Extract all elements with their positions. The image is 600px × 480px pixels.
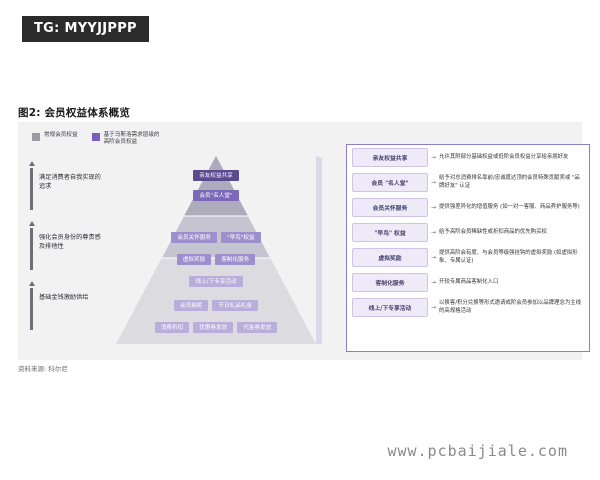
arrow-icon: → bbox=[431, 179, 437, 186]
pyramid-tier-2: 会员"名人堂" bbox=[110, 190, 322, 202]
pyramid-diagram: 亲友权益共享 会员"名人堂" 会员关怀服务 "早鸟"权益 虚拟奖励 客制化服务 … bbox=[110, 154, 322, 350]
arrow-icon: → bbox=[431, 254, 437, 261]
pyramid-chip: 虚拟奖励 bbox=[176, 254, 212, 266]
pyramid-chip: 亲友权益共享 bbox=[193, 170, 239, 182]
source-note: 资料来源: 科尔尼 bbox=[18, 365, 68, 373]
legend-swatch-purple-icon bbox=[91, 133, 100, 141]
benefit-description: 给予对总消费排名靠前/忠诚度达顶的会员特殊贡献奖或 "品牌好友" 认证 bbox=[439, 175, 580, 189]
axis-bar bbox=[30, 168, 33, 210]
pyramid-tier-3: 会员关怀服务 "早鸟"权益 bbox=[110, 232, 322, 244]
pyramid-tier-5: 线上/下专享活动 bbox=[110, 276, 322, 288]
benefit-name: 会员 "名人堂" bbox=[352, 173, 428, 192]
telegram-watermark-badge: TG: MYYJJPPP bbox=[22, 16, 149, 42]
legend-label-regular: 常规会员权益 bbox=[44, 132, 78, 138]
pyramid-tier-6: 会员抽奖 节日礼品礼金 bbox=[110, 300, 322, 312]
axis-label-2: 强化会员身份的尊贵感及排他性 bbox=[39, 234, 101, 250]
axis-bar bbox=[30, 288, 33, 330]
pyramid-chip: 代金券发放 bbox=[237, 322, 278, 334]
axis-bar bbox=[30, 228, 33, 270]
arrow-icon: → bbox=[431, 204, 437, 211]
benefit-row: 会员关怀服务 → 提供强差异化的增值服务 (如一对一客服、商品养护服务等) bbox=[347, 195, 589, 220]
benefit-description: 提供高阶会有度、与会员等级强挂钩的虚拟奖励 (如虚拟形象、专属认证) bbox=[439, 250, 578, 264]
benefit-name: 亲友权益共享 bbox=[352, 148, 428, 167]
benefit-description: 允许其附部分基础权益或低阶会员权益分享给亲朋好友 bbox=[439, 153, 569, 160]
diagram-panel: 常规会员权益 基于乌斯洛需求层级的 高阶会员权益 满足消费者自我实现的追求 强化… bbox=[18, 122, 590, 360]
axis-arrow-icon bbox=[29, 161, 35, 166]
benefit-description: 提供强差异化的增值服务 (如一对一客服、商品养护服务等) bbox=[439, 203, 580, 210]
pyramid-chip: 节日礼品礼金 bbox=[212, 300, 258, 312]
legend-item-premium: 基于乌斯洛需求层级的 高阶会员权益 bbox=[91, 132, 160, 146]
legend-swatch-gray-icon bbox=[32, 133, 40, 141]
pyramid-chip: 会员抽奖 bbox=[174, 300, 209, 312]
pyramid-chip: 优惠券发放 bbox=[193, 322, 234, 334]
pyramid-chip: 会员关怀服务 bbox=[171, 232, 218, 244]
legend: 常规会员权益 基于乌斯洛需求层级的 高阶会员权益 bbox=[32, 132, 160, 146]
axis-row-top: 满足消费者自我实现的追求 bbox=[29, 161, 104, 218]
legend-label-premium: 基于乌斯洛需求层级的 高阶会员权益 bbox=[103, 132, 160, 145]
axis-row-mid: 强化会员身份的尊贵感及排他性 bbox=[29, 221, 104, 278]
pyramid-chip: 消费折扣 bbox=[154, 322, 190, 334]
benefit-description: 开较专属商品客制化入口 bbox=[439, 278, 499, 285]
benefit-name: 会员关怀服务 bbox=[352, 198, 428, 217]
benefit-name: 客制化服务 bbox=[352, 273, 428, 292]
figure-title: 图2: 会员权益体系概览 bbox=[18, 107, 131, 119]
pyramid-chip: 线上/下专享活动 bbox=[189, 276, 243, 288]
axis-arrow-icon bbox=[29, 281, 35, 286]
benefit-row: 亲友权益共享 → 允许其附部分基础权益或低阶会员权益分享给亲朋好友 bbox=[347, 145, 589, 170]
benefit-description: 以换客/积分兑换等形式邀请成阶会员参加以品牌理念为主线的高规格活动 bbox=[439, 300, 582, 314]
benefit-row: "早鸟" 权益 → 给予高阶会员稀缺性或折扣商品的优先购买权 bbox=[347, 220, 589, 245]
arrow-icon: → bbox=[431, 279, 437, 286]
axis-labels: 满足消费者自我实现的追求 强化会员身份的尊贵感及排他性 基础金钱激励供给 bbox=[29, 161, 104, 344]
arrow-icon: → bbox=[431, 304, 437, 311]
site-watermark: www.pcbaijiale.com bbox=[373, 436, 582, 466]
benefit-name: 虚拟奖励 bbox=[352, 248, 428, 267]
benefit-row: 客制化服务 → 开较专属商品客制化入口 bbox=[347, 270, 589, 295]
axis-label-1: 满足消费者自我实现的追求 bbox=[39, 174, 101, 190]
axis-arrow-icon bbox=[29, 221, 35, 226]
pyramid-chip: 会员"名人堂" bbox=[193, 190, 239, 202]
pyramid-tier-1: 亲友权益共享 bbox=[110, 170, 322, 182]
axis-row-bottom: 基础金钱激励供给 bbox=[29, 281, 104, 338]
benefit-name: 线上/下专享活动 bbox=[352, 298, 428, 317]
arrow-icon: → bbox=[431, 229, 437, 236]
legend-item-regular: 常规会员权益 bbox=[32, 132, 78, 141]
arrow-icon: → bbox=[431, 154, 437, 161]
pyramid-chip: 客制化服务 bbox=[215, 254, 256, 266]
benefit-row: 虚拟奖励 → 提供高阶会有度、与会员等级强挂钩的虚拟奖励 (如虚拟形象、专属认证… bbox=[347, 245, 589, 270]
pyramid-tier-7: 消费折扣 优惠券发放 代金券发放 bbox=[110, 322, 322, 334]
pyramid-chip: "早鸟"权益 bbox=[221, 232, 261, 244]
pyramid-shape-icon bbox=[116, 156, 322, 344]
benefit-description: 给予高阶会员稀缺性或折扣商品的优先购买权 bbox=[439, 228, 547, 235]
benefit-row: 线上/下专享活动 → 以换客/积分兑换等形式邀请成阶会员参加以品牌理念为主线的高… bbox=[347, 295, 589, 320]
benefit-row: 会员 "名人堂" → 给予对总消费排名靠前/忠诚度达顶的会员特殊贡献奖或 "品牌… bbox=[347, 170, 589, 195]
axis-label-3: 基础金钱激励供给 bbox=[39, 294, 89, 301]
benefits-list: 亲友权益共享 → 允许其附部分基础权益或低阶会员权益分享给亲朋好友 会员 "名人… bbox=[346, 144, 590, 352]
benefit-name: "早鸟" 权益 bbox=[352, 223, 428, 242]
pyramid-tier-4: 虚拟奖励 客制化服务 bbox=[110, 254, 322, 266]
